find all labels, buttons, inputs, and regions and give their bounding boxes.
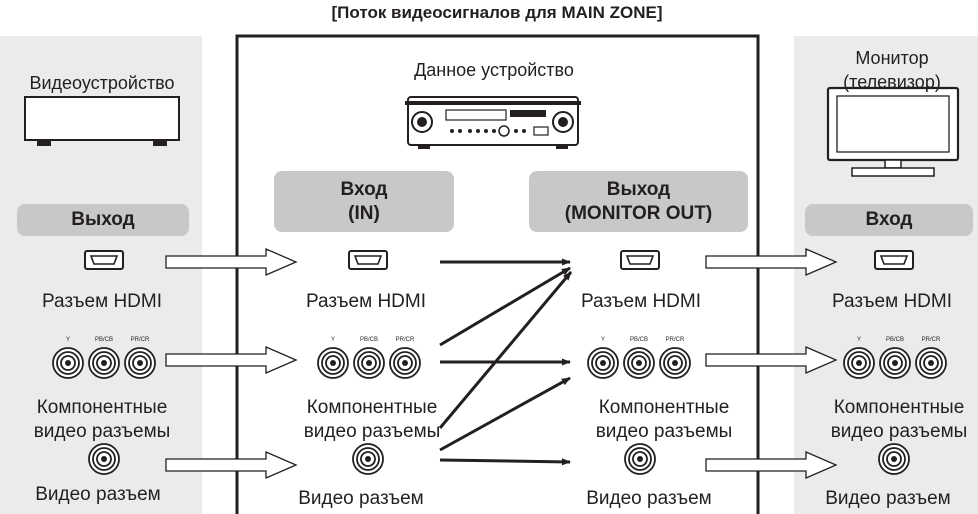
monitor-component-icon <box>843 347 947 379</box>
diagram-title: [Поток видеосигналов для MAIN ZONE] <box>331 3 663 22</box>
unit-output-y-label: Y <box>600 337 606 343</box>
unit-input-hdmi-icon <box>348 250 388 270</box>
source-device-icon <box>24 96 180 146</box>
av-receiver-icon <box>405 96 581 149</box>
unit-output-hdmi-icon <box>620 250 660 270</box>
unit-output-video-label: Видео разъем <box>586 488 712 509</box>
source-hdmi-icon <box>84 250 124 270</box>
monitor-pr-label: PR/CR <box>921 337 941 343</box>
hdmi-out-arrow <box>705 248 837 276</box>
monitor-pb-label: PB/CB <box>885 337 905 343</box>
source-component-label: Компонентные видео разъемы <box>33 397 171 442</box>
source-y-label: Y <box>65 337 71 343</box>
unit-frame <box>235 34 760 514</box>
unit-output-component-icon <box>587 347 691 379</box>
component-out-arrow <box>705 346 837 374</box>
unit-input-y-label: Y <box>330 337 336 343</box>
route-video-to-component <box>439 376 571 452</box>
unit-output-header: Выход (MONITOR OUT) <box>529 171 748 232</box>
unit-input-header: Вход (IN) <box>274 171 454 232</box>
unit-input-video-icon <box>352 443 384 475</box>
route-video-to-video <box>439 458 571 466</box>
source-video-label: Видео разъем <box>35 484 161 505</box>
route-video-to-hdmi <box>438 271 573 429</box>
source-pb-label: PB/CB <box>94 337 114 343</box>
unit-output-video-icon <box>624 443 656 475</box>
unit-input-component-label: Компонентные видео разъемы <box>303 397 441 442</box>
monitor-hdmi-icon <box>874 250 914 270</box>
monitor-video-icon <box>878 443 910 475</box>
unit-output-pr-label: PR/CR <box>665 337 685 343</box>
unit-output-component-label: Компонентные видео разъемы <box>595 397 733 442</box>
unit-input-pr-label: PR/CR <box>395 337 415 343</box>
unit-input-pb-label: PB/CB <box>359 337 379 343</box>
monitor-input-header: Вход <box>805 204 973 236</box>
unit-device-label: Данное устройство <box>414 60 574 80</box>
source-output-header: Выход <box>17 204 189 236</box>
monitor-video-label: Видео разъем <box>825 488 951 509</box>
source-hdmi-label: Разъем HDMI <box>41 291 163 312</box>
monitor-hdmi-label: Разъем HDMI <box>831 291 953 312</box>
unit-input-hdmi-label: Разъем HDMI <box>305 291 427 312</box>
monitor-component-label: Компонентные видео разъемы <box>830 397 968 442</box>
route-component-to-hdmi <box>439 266 571 347</box>
tv-monitor-icon <box>826 86 960 177</box>
source-device-label: Видеоустройство <box>29 73 175 93</box>
unit-output-hdmi-label: Разъем HDMI <box>580 291 702 312</box>
video-out-arrow <box>705 451 837 479</box>
source-component-icon <box>52 347 156 379</box>
unit-output-pb-label: PB/CB <box>629 337 649 343</box>
unit-input-component-icon <box>317 347 421 379</box>
source-pr-label: PR/CR <box>130 337 150 343</box>
unit-input-video-label: Видео разъем <box>298 488 424 509</box>
monitor-device-label: Монитор (телевизор) <box>843 48 941 92</box>
source-video-icon <box>88 443 120 475</box>
monitor-y-label: Y <box>856 337 862 343</box>
